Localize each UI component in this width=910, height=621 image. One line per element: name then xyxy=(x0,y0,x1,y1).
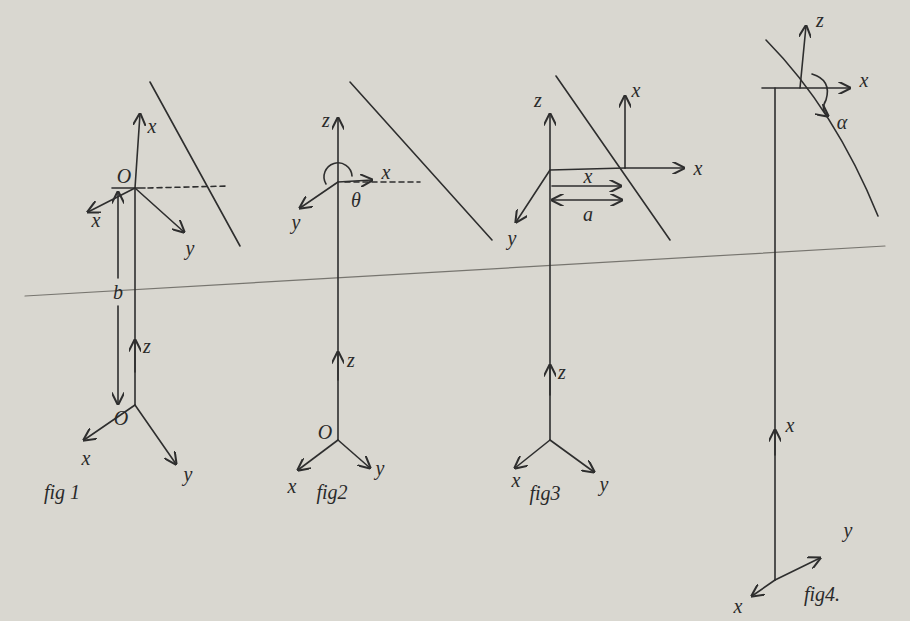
figure-caption: fig 1 xyxy=(44,482,80,502)
axis-label: x xyxy=(860,70,869,90)
axis-label: y xyxy=(292,212,301,232)
figure-caption: fig3 xyxy=(529,483,560,503)
figure-caption: fig4. xyxy=(804,584,840,604)
axis-label: x xyxy=(92,210,101,230)
axis-label: y xyxy=(508,228,517,248)
axis-label: z xyxy=(143,336,151,356)
axis-label: y xyxy=(600,474,609,494)
axis-label: z xyxy=(322,110,330,130)
axis-label: x xyxy=(734,596,743,616)
figure-caption: fig2 xyxy=(316,482,347,502)
axis-label: O xyxy=(318,422,332,442)
axis-label: x xyxy=(82,448,91,468)
axis-label: x xyxy=(382,162,391,182)
axis-label: y xyxy=(184,464,193,484)
axis-label: b xyxy=(113,282,123,302)
axis-label: x xyxy=(288,476,297,496)
axis-label: θ xyxy=(351,190,361,210)
axis-label: y xyxy=(376,458,385,478)
axis-label: O xyxy=(117,166,131,186)
axis-label: y xyxy=(186,238,195,258)
axis-label: z xyxy=(534,90,542,110)
axis-label: x xyxy=(786,415,795,435)
axis-label: z xyxy=(816,10,824,30)
axis-label: x xyxy=(148,116,157,136)
axis-label: x xyxy=(694,158,703,178)
axis-label: z xyxy=(347,350,355,370)
axis-label: x xyxy=(632,80,641,100)
axis-label: x xyxy=(584,166,593,186)
axis-label: a xyxy=(583,204,593,224)
axis-label: O xyxy=(114,408,128,428)
axis-label: z xyxy=(558,362,566,382)
axis-label: α xyxy=(837,112,848,132)
axis-label: y xyxy=(844,520,853,540)
axis-label: x xyxy=(512,470,521,490)
